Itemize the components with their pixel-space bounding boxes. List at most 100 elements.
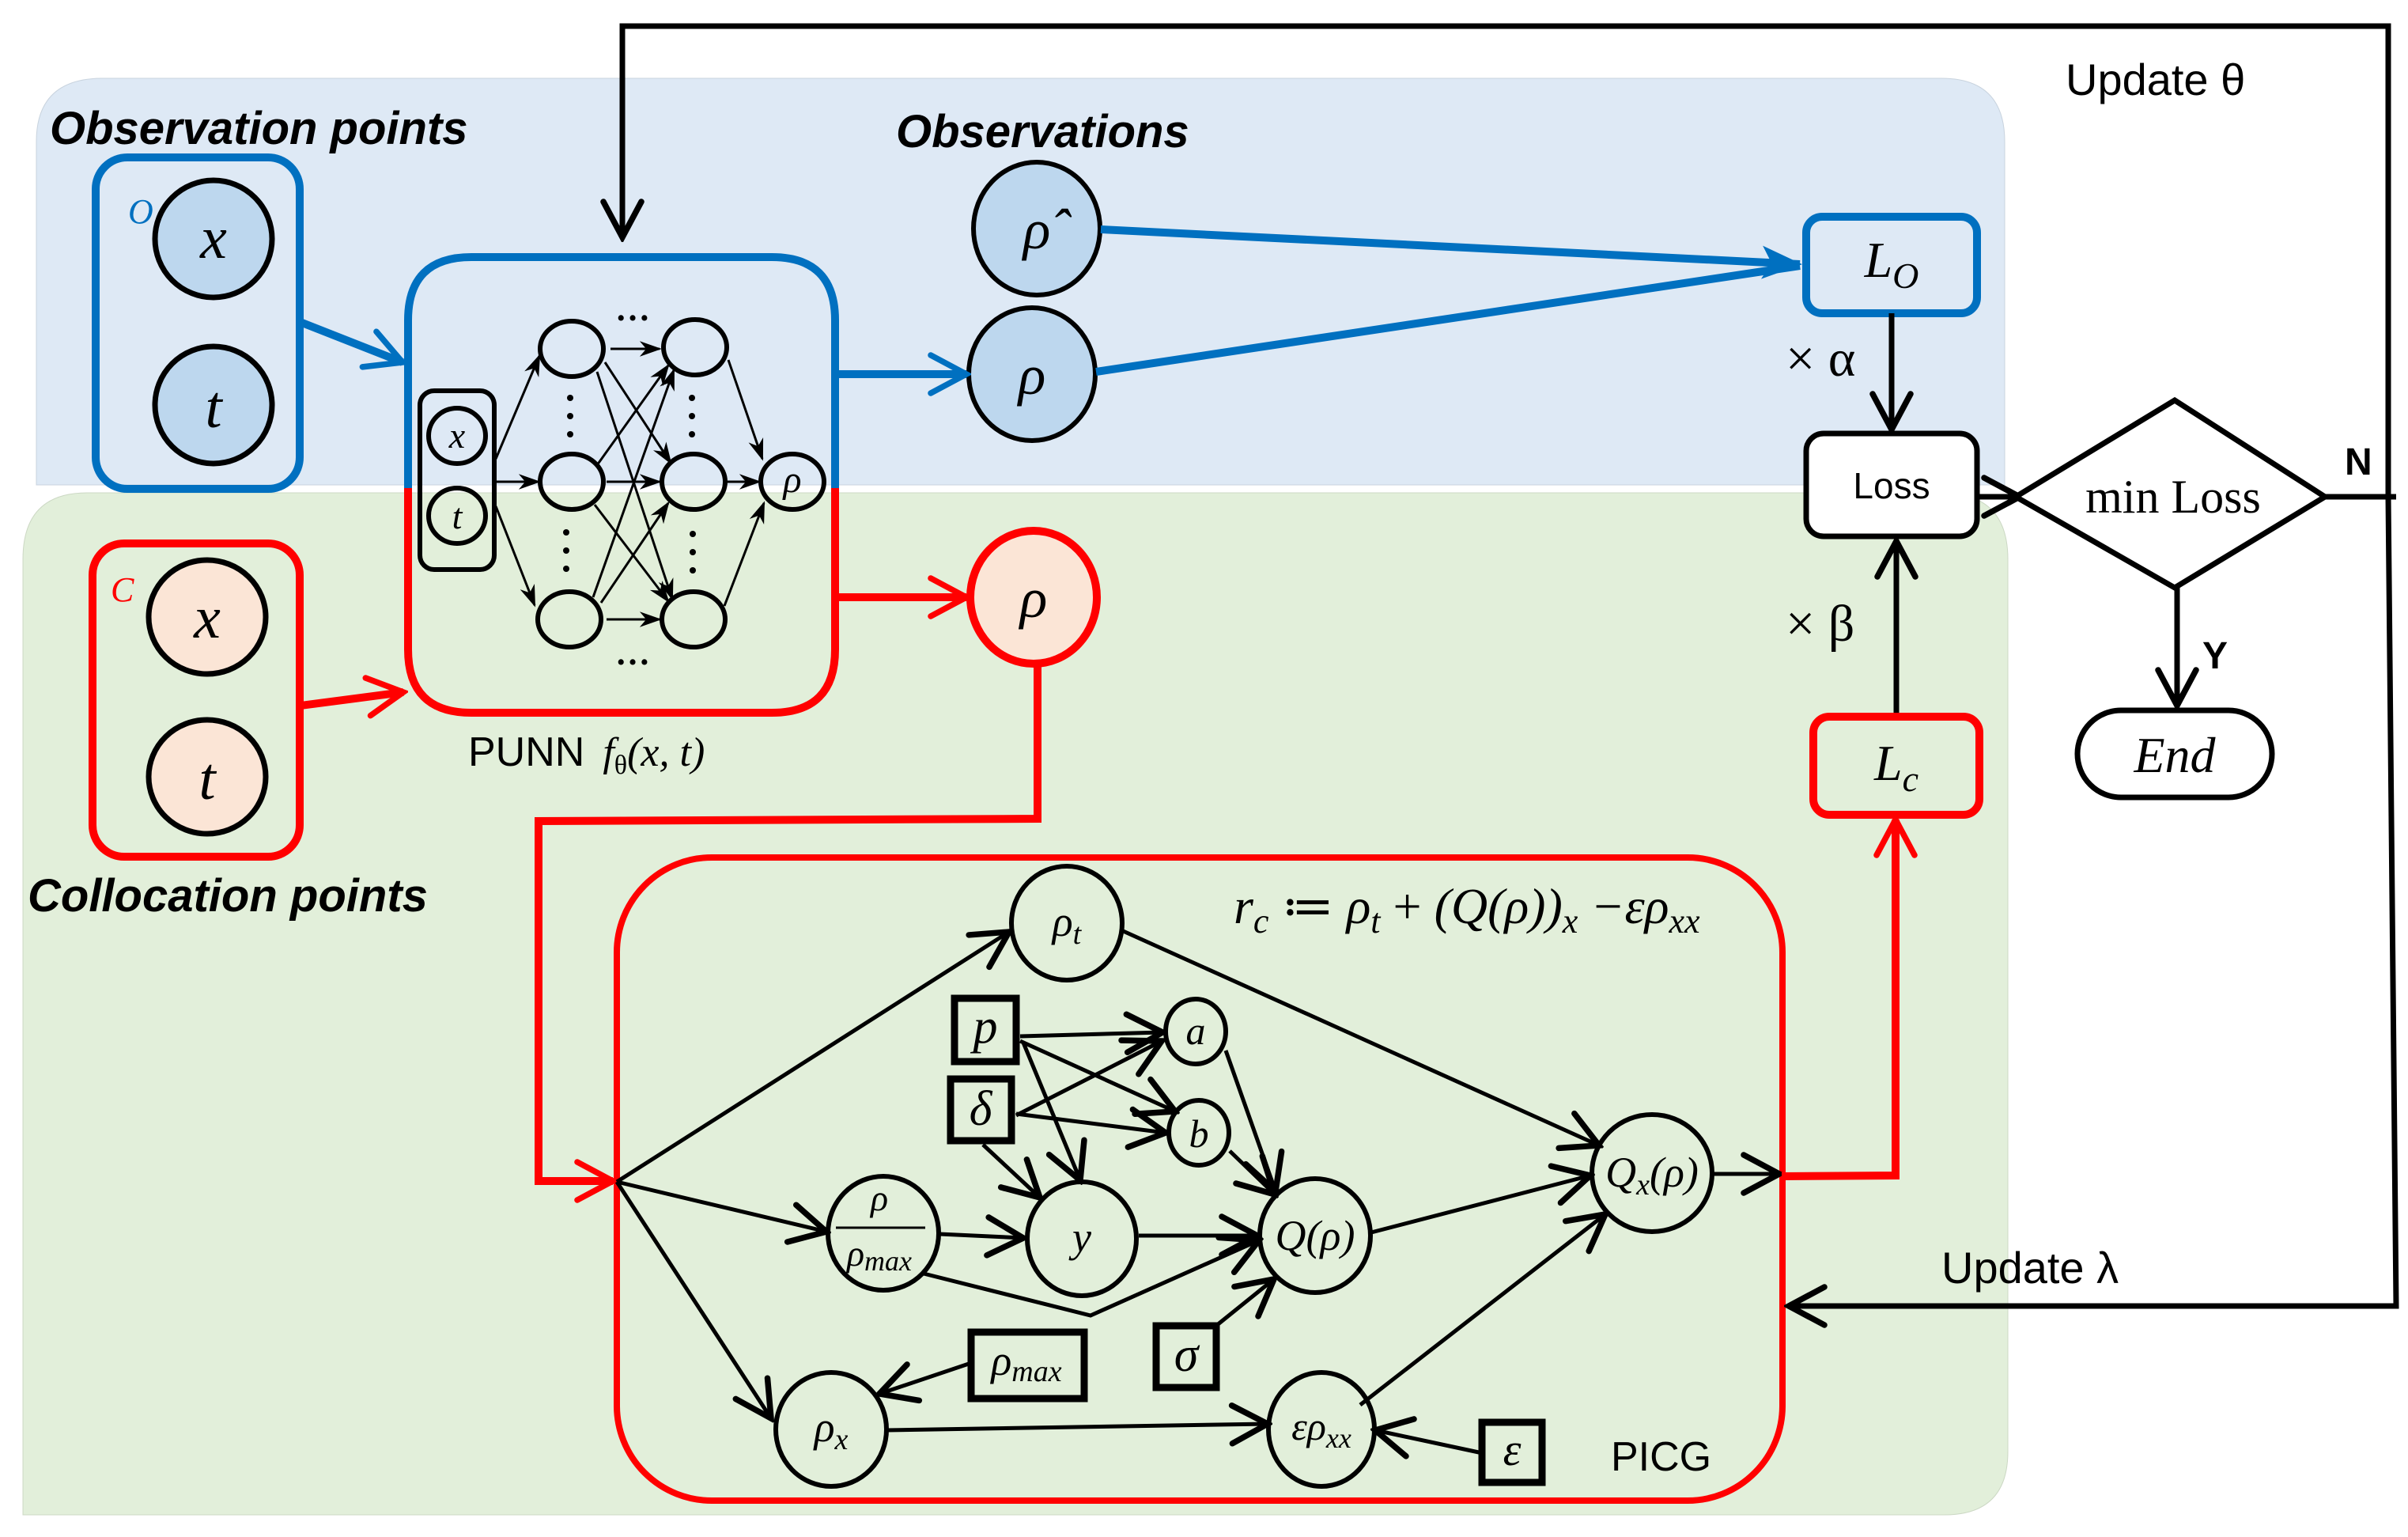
punn-input-t-node [426, 486, 488, 546]
observation-points-title: Observation points [50, 103, 468, 154]
collocation-t-label: t [198, 746, 217, 812]
node-y-label: y [1068, 1213, 1091, 1261]
node-q [1257, 1176, 1373, 1295]
residual-formula: rc ≔ ρt + (Q(ρ))x −ερxx [1234, 878, 1700, 941]
collocation-points-title: Collocation points [28, 870, 428, 922]
punn-input-box [418, 388, 497, 572]
nn-edge [494, 354, 541, 460]
observation-rho-hat-node [971, 160, 1102, 297]
nn-hidden-node [660, 452, 728, 512]
nn-edge [593, 504, 670, 604]
param-p-label: p [970, 1000, 998, 1054]
update-theta-feedback [622, 23, 2391, 497]
param-rho-max-label: ρmax [989, 1337, 1061, 1388]
node-rho-over-rhomax [826, 1174, 941, 1293]
param-p [951, 994, 1020, 1066]
nn-hidden-node [535, 589, 603, 649]
node-b-label: b [1189, 1111, 1209, 1156]
punn-output-rho-collocation-label: ρ [1019, 566, 1048, 630]
picg-edges [614, 928, 1779, 1452]
punn-box-top [404, 253, 839, 488]
nn-hidden-node [538, 319, 606, 379]
node-eps-rho-xx-label: ερxx [1291, 1404, 1351, 1454]
nn-hidden-node [660, 589, 728, 649]
node-rho-x [773, 1370, 889, 1489]
edge-entry-to-rho-x [614, 1180, 771, 1418]
nn-hidden-node [538, 452, 606, 512]
param-sigma [1152, 1322, 1220, 1391]
nn-edge [727, 359, 764, 461]
param-delta-label: δ [970, 1082, 993, 1136]
loss-collocation-box [1809, 713, 1983, 819]
collocation-set-label: C [111, 570, 134, 609]
edge-delta-to-b [1015, 1114, 1166, 1133]
edge-entry-to-ratio [616, 1179, 826, 1232]
observation-to-punn-arrow [301, 319, 403, 362]
edge-eps-rho-xx-to-qx [1359, 1214, 1605, 1406]
punn-output-rho-observation-label: ρ [1017, 343, 1046, 407]
edge-rho-t-to-qx [1120, 928, 1599, 1145]
node-ratio-numerator: ρ [869, 1178, 888, 1218]
end-terminal [2074, 707, 2275, 801]
picg-label: PICG [1611, 1434, 1711, 1480]
update-theta-label: Update θ [2066, 55, 2245, 104]
collocation-points-box [89, 539, 304, 861]
loss-collocation-label: Lc [1873, 735, 1918, 799]
nn-edge [494, 505, 536, 608]
edge-rho-x-to-eps-rho-xx [886, 1424, 1268, 1430]
node-eps-rho-xx [1266, 1370, 1377, 1489]
param-sigma-label: σ [1174, 1328, 1200, 1382]
collocation-t-node [146, 717, 269, 837]
update-lambda-label: Update λ [1941, 1243, 2119, 1293]
node-ratio-denominator: ρmax [845, 1233, 912, 1277]
collocation-to-punn-arrow [300, 692, 403, 706]
rho-hat-to-lo-arrow [1100, 225, 1802, 279]
collocation-x-label: x [193, 585, 221, 651]
nn-ellipsis-bottom: … [615, 634, 650, 672]
rho-to-picg-route [535, 664, 1041, 1181]
punn-box-bottom [404, 488, 839, 717]
edge-entry-to-rho-t [615, 932, 1009, 1184]
edge-b-to-q [1228, 1149, 1275, 1194]
observations-title: Observations [896, 106, 1189, 157]
collocation-x-node [146, 557, 269, 677]
beta-weight-label: × β [1786, 595, 1854, 653]
edge-delta-to-y [981, 1143, 1040, 1198]
node-rho-t-label: ρt [1051, 898, 1083, 951]
node-b [1166, 1098, 1231, 1168]
punn-label: PUNN fθ(x, t) [468, 729, 705, 780]
edge-sigma-to-q [1215, 1279, 1274, 1327]
node-a [1163, 997, 1228, 1066]
observation-points-box [92, 153, 304, 493]
alpha-weight-label: × α [1786, 330, 1855, 388]
edge-delta-to-a [1015, 1041, 1162, 1118]
param-epsilon [1478, 1418, 1546, 1486]
param-rho-max [967, 1328, 1088, 1403]
edge-q-to-qx [1370, 1175, 1590, 1235]
observation-set-label: O [128, 192, 153, 231]
node-q-label: Q(ρ) [1276, 1212, 1355, 1259]
nn-output-label: ρ [781, 459, 801, 501]
end-label: End [2133, 727, 2216, 783]
nn-edge [595, 371, 674, 601]
update-lambda-feedback [1789, 496, 2399, 1306]
nn-edge [723, 501, 765, 607]
edge-ratio-to-y [939, 1234, 1023, 1238]
edge-p-to-a [1019, 1032, 1162, 1036]
nn-edge [603, 362, 672, 465]
edge-eps-to-eps-rho-xx [1375, 1430, 1480, 1452]
nn-ellipsis-top: … [615, 290, 650, 328]
nn-edge [595, 363, 670, 466]
nn-hidden-node [661, 317, 729, 377]
observation-t-node [152, 343, 275, 467]
rho-to-lo-arrow [1095, 262, 1801, 376]
node-qx [1590, 1112, 1714, 1234]
edge-rhomax-to-rho-x [879, 1364, 970, 1394]
decision-no-label: N [2345, 441, 2372, 483]
param-epsilon-label: ε [1503, 1424, 1522, 1475]
node-y [1025, 1179, 1139, 1298]
nn-output-node [758, 452, 826, 512]
observation-t-label: t [205, 374, 223, 441]
nn-vertical-dots [563, 395, 696, 574]
